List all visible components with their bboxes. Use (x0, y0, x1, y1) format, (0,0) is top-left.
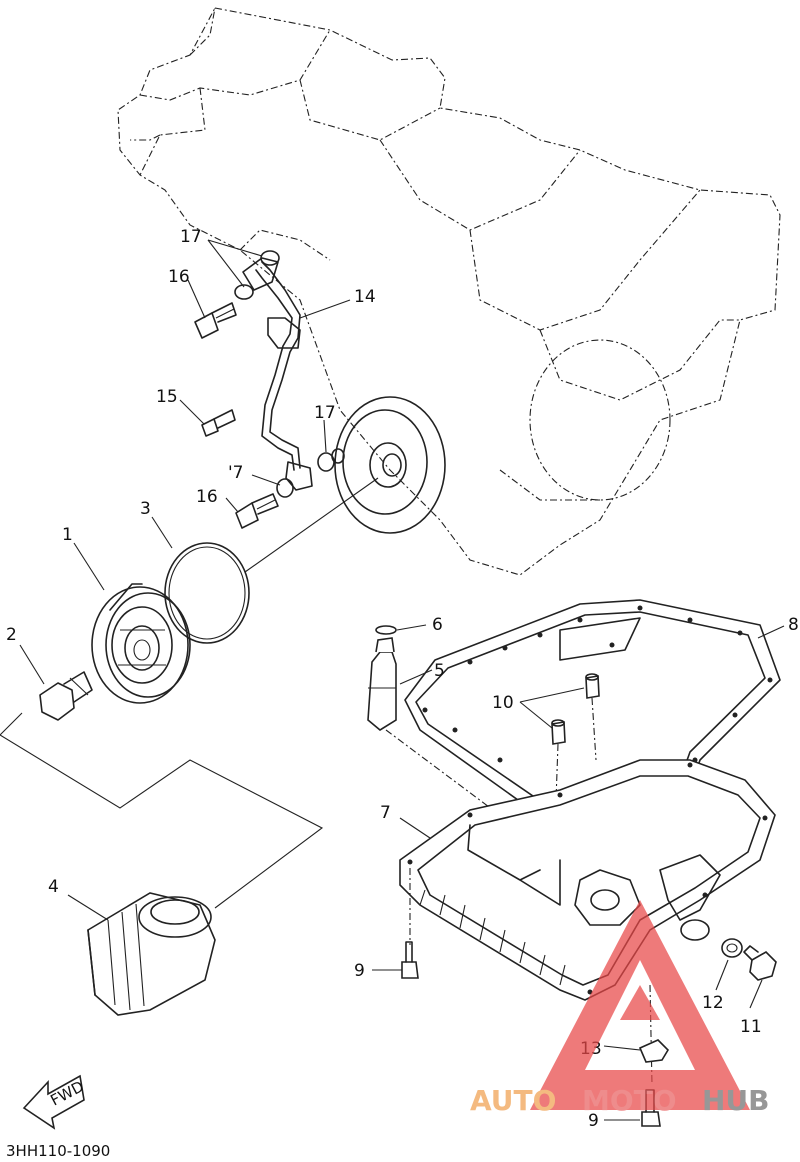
callout-6: 6 (432, 615, 443, 635)
oil-filter-mount-boss (334, 396, 446, 534)
callout-15: 15 (156, 387, 178, 407)
pan-bolt-holes (407, 762, 768, 995)
union-bolt-16-upper (194, 302, 237, 339)
watermark-auto: AUTO (470, 1084, 556, 1117)
leader-lines (19, 239, 785, 1121)
bolt-15 (201, 409, 236, 437)
callout-17-upper: 17 (180, 227, 202, 247)
union-bolt-2 (39, 671, 93, 721)
fwd-arrow-icon: FWD (22, 1074, 87, 1130)
watermark-hub: HUB (702, 1084, 770, 1117)
leader-o-ring-to-boss (244, 477, 379, 573)
engine-phantom-outline (117, 7, 781, 576)
union-bolt-16-lower (235, 493, 279, 529)
oil-cooler-1 (91, 583, 191, 704)
o-ring-3 (164, 542, 250, 644)
strainer-5 (367, 637, 561, 861)
callout-9-bottom: 9 (588, 1111, 599, 1131)
callout-4: 4 (48, 877, 59, 897)
callout-14: 14 (354, 287, 376, 307)
callout-1: 1 (62, 525, 73, 545)
callout-12: 12 (702, 993, 724, 1013)
callout-9-left: 9 (354, 961, 365, 981)
copper-washers-17 (234, 250, 345, 498)
callout-7: 7 (380, 803, 391, 823)
oil-filter-4 (87, 892, 216, 1016)
callout-3: 3 (140, 499, 151, 519)
callout-17-lower: '7 (228, 463, 244, 483)
callout-17-right: 17 (314, 403, 336, 423)
callout-16-upper: 16 (168, 267, 190, 287)
callout-10: 10 (492, 693, 514, 713)
callout-2: 2 (6, 625, 17, 645)
clip-13 (638, 1039, 670, 1063)
watermark-moto: MOTO (582, 1084, 677, 1117)
assembly-reference-line (0, 712, 324, 909)
automotohub-watermark: AUTO MOTO HUB (470, 900, 770, 1117)
callout-11: 11 (740, 1017, 762, 1037)
o-ring-6 (375, 625, 397, 635)
callout-5: 5 (434, 661, 445, 681)
bolt-9-left (401, 941, 419, 979)
gasket-12 (721, 938, 743, 958)
drawing-code: 3HH110-1090 (6, 1142, 110, 1160)
oil-pipe-14 (242, 257, 313, 491)
drain-bolt-11 (743, 945, 777, 981)
watermark-triangle-logo (530, 900, 750, 1110)
dowel-pins-10 (551, 673, 600, 801)
callout-16-lower: 16 (196, 487, 218, 507)
gasket-8 (404, 599, 781, 831)
callout-8: 8 (788, 615, 799, 635)
oil-pan-7 (399, 759, 776, 1086)
